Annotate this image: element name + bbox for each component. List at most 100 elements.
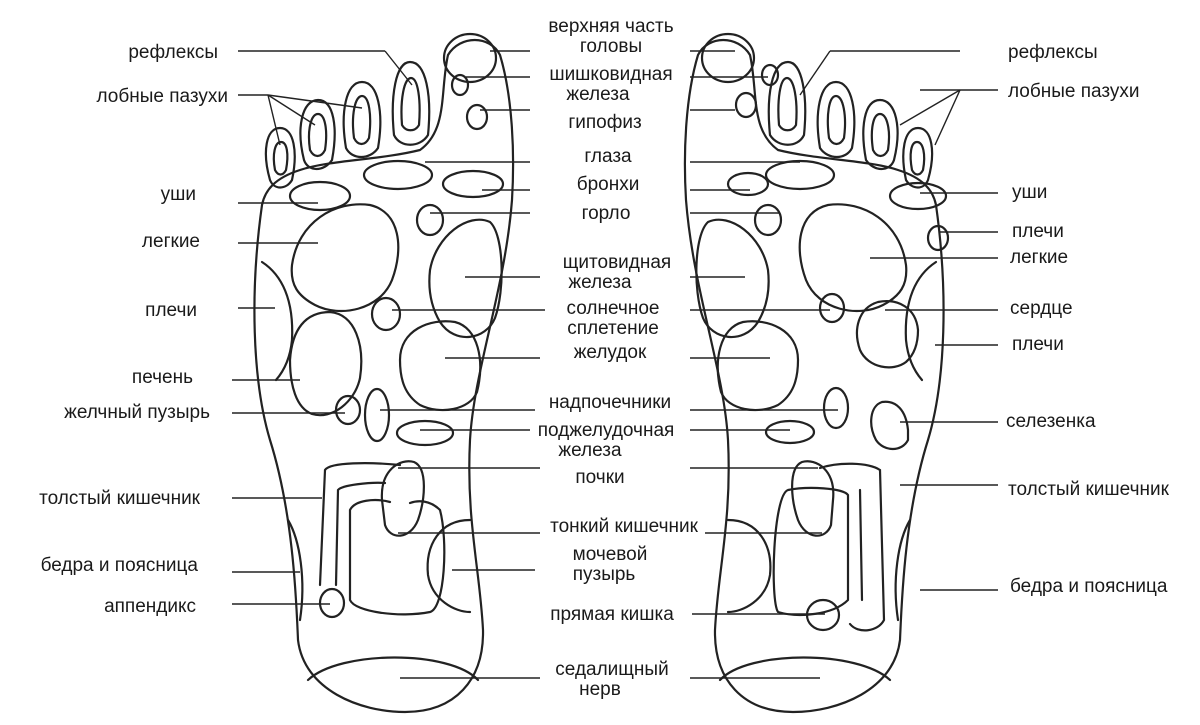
right-toe-5: [902, 126, 934, 189]
left-eyes-zone: [362, 159, 434, 191]
right-big-toe: [700, 32, 756, 84]
left-solar-plexus: [370, 296, 402, 332]
label-left-large-intestine: толстый кишечник: [39, 488, 201, 509]
left-lungs-zone: [290, 203, 400, 313]
center-labels: верхняя часть головы шишковидная железа …: [538, 16, 699, 700]
right-bladder-zone: [726, 518, 772, 614]
right-rectum: [805, 598, 841, 632]
label-right-spleen: селезенка: [1006, 411, 1096, 432]
label-top-of-head-2: головы: [580, 36, 642, 57]
label-rectum: прямая кишка: [550, 604, 674, 625]
label-sciatic-2: нерв: [579, 679, 621, 700]
right-shoulder-upper: [926, 224, 950, 252]
leader-lines: [232, 50, 998, 679]
label-right-frontal-sinuses: лобные пазухи: [1008, 81, 1140, 102]
right-kidney: [791, 460, 835, 537]
label-pituitary: гипофиз: [568, 112, 641, 133]
label-solar-plexus-1: солнечное: [567, 298, 660, 319]
label-pineal-2: железа: [566, 84, 630, 105]
label-left-ears: уши: [161, 184, 196, 205]
label-pancreas-2: железа: [558, 440, 622, 461]
label-right-heart: сердце: [1010, 298, 1073, 319]
left-throat-zone: [415, 203, 445, 237]
label-left-lungs: легкие: [142, 231, 200, 252]
right-bronchi-zone: [726, 171, 770, 197]
right-pituitary: [734, 91, 758, 119]
label-thyroid-2: железа: [568, 272, 632, 293]
right-toe-3-inner: [826, 94, 847, 146]
left-labels: рефлексы лобные пазухи уши легкие плечи …: [39, 42, 228, 617]
label-bladder-2: пузырь: [573, 564, 636, 585]
label-stomach: желудок: [574, 342, 647, 363]
label-adrenals: надпочечники: [549, 392, 671, 413]
label-top-of-head-1: верхняя часть: [548, 16, 673, 37]
left-pancreas: [395, 419, 455, 447]
label-left-reflexes: рефлексы: [128, 42, 218, 63]
left-large-intestine: [318, 462, 402, 587]
label-right-lungs: легкие: [1010, 247, 1068, 268]
left-foot: [253, 32, 515, 714]
label-right-large-intestine: толстый кишечник: [1008, 479, 1170, 500]
right-large-intestine: [818, 462, 886, 632]
label-right-shoulders-lower: плечи: [1012, 334, 1064, 355]
right-toe-3: [816, 80, 856, 159]
right-small-intestine: [772, 486, 850, 616]
right-hips-zone: [894, 518, 912, 622]
label-pineal-1: шишковидная: [549, 64, 672, 85]
left-small-intestine: [348, 499, 446, 616]
left-appendix: [318, 587, 346, 619]
right-thyroid-zone: [695, 218, 770, 338]
right-stomach-zone: [716, 320, 800, 412]
left-toe-3-inner: [351, 94, 372, 146]
label-left-appendix: аппендикс: [104, 596, 196, 617]
right-foot-outline: [683, 39, 945, 714]
label-left-shoulders: плечи: [145, 300, 197, 321]
right-toe-4-inner: [870, 112, 891, 158]
right-pancreas: [764, 419, 816, 445]
left-gallbladder: [334, 394, 362, 426]
left-hips-zone: [286, 518, 304, 622]
label-thyroid-1: щитовидная: [563, 252, 671, 273]
label-left-liver: печень: [132, 367, 193, 388]
left-toe-5: [264, 126, 296, 189]
label-left-gallbladder: желчный пузырь: [64, 402, 210, 423]
left-big-toe: [442, 32, 498, 84]
label-eyes: глаза: [584, 146, 632, 167]
left-stomach-zone: [398, 320, 482, 412]
label-bronchi: бронхи: [577, 174, 640, 195]
right-pineal: [760, 63, 780, 87]
label-left-hips: бедра и поясница: [41, 555, 199, 576]
label-small-intestine: тонкий кишечник: [550, 516, 698, 537]
right-foot: [683, 32, 950, 714]
left-toe-4: [299, 98, 336, 171]
label-right-reflexes: рефлексы: [1008, 42, 1098, 63]
right-ears-zone: [888, 181, 948, 211]
right-toe-5-inner: [909, 140, 926, 176]
left-sciatic-zone: [306, 656, 480, 682]
right-heart-zone: [856, 300, 920, 369]
left-adrenals: [363, 387, 391, 443]
left-pineal: [450, 73, 470, 97]
left-foot-outline: [253, 39, 515, 714]
left-liver-zone: [288, 310, 363, 417]
left-thyroid-zone: [428, 218, 503, 338]
right-adrenals: [822, 386, 850, 430]
right-lungs-zone: [798, 203, 908, 313]
left-kidney: [380, 460, 425, 537]
right-throat-zone: [753, 203, 783, 237]
left-toe-3: [342, 80, 382, 159]
right-labels: рефлексы лобные пазухи уши плечи легкие …: [1006, 42, 1170, 597]
label-pancreas-1: поджелудочная: [538, 420, 675, 441]
right-eyes-zone: [764, 159, 836, 191]
left-toe-4-inner: [307, 112, 328, 158]
left-toe-5-inner: [272, 140, 289, 176]
label-left-frontal-sinuses: лобные пазухи: [97, 86, 229, 107]
right-sciatic-zone: [718, 656, 892, 682]
right-solar-plexus: [818, 292, 846, 324]
right-shoulders-zone: [904, 260, 938, 382]
right-toe-2-inner: [777, 76, 798, 132]
label-right-shoulders-upper: плечи: [1012, 221, 1064, 242]
label-bladder-1: мочевой: [573, 544, 648, 565]
label-sciatic-1: седалищный: [555, 659, 668, 680]
